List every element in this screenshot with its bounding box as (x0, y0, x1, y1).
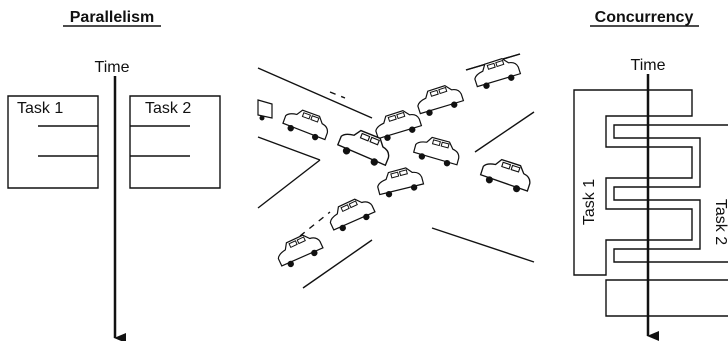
cars-layer (277, 57, 531, 268)
concurrency-title: Concurrency (595, 9, 694, 26)
car-6 (412, 136, 460, 167)
concurrency-panel: Concurrency Time Task 1 Task 2 (573, 9, 728, 341)
parallelism-panel: Parallelism Time Task 1 Task 2 (7, 9, 221, 341)
intersection-illustration (257, 53, 535, 289)
concurrency-time-label: Time (631, 57, 666, 74)
parallelism-task1-label: Task 1 (17, 100, 63, 117)
concurrency-task2-band (605, 124, 728, 317)
car-4 (282, 109, 329, 141)
lane-marking (299, 211, 331, 237)
car-9 (277, 234, 324, 268)
road-edge (257, 136, 321, 161)
parallelism-task2-label: Task 2 (145, 100, 191, 117)
lane-marking (329, 91, 346, 99)
car-1 (474, 57, 522, 89)
parallelism-task2-box (129, 95, 221, 189)
car-8 (329, 198, 376, 232)
road-edge (302, 239, 373, 289)
car-7 (377, 167, 425, 198)
road-edge (257, 159, 321, 209)
concurrency-task2-label: Task 2 (712, 199, 728, 245)
parallelism-task1-box (7, 95, 99, 189)
road-edge (257, 67, 373, 119)
car-3 (375, 109, 423, 141)
road-edge (431, 227, 535, 263)
parallelism-title: Parallelism (70, 9, 155, 26)
road-edge (474, 111, 535, 153)
concurrency-task1-label: Task 1 (581, 179, 598, 225)
parallelism-time-label: Time (95, 59, 130, 76)
truck-left (257, 99, 273, 121)
car-10 (479, 158, 531, 193)
car-2 (417, 84, 465, 116)
car-5 (336, 129, 390, 167)
concurrency-task1-band (573, 89, 693, 276)
